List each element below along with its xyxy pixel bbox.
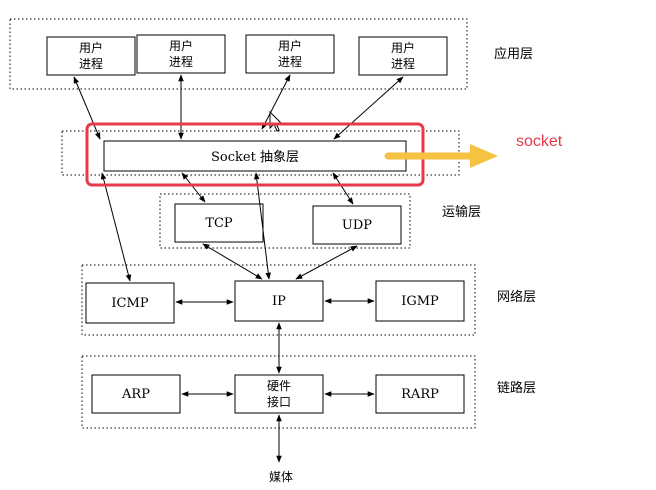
hardware-interface-label: 硬件 (267, 379, 291, 393)
ip-box (234, 280, 324, 322)
network-layer-region (81, 264, 476, 336)
socket-annotation-label: socket (516, 133, 563, 150)
tcp-box (174, 203, 264, 243)
rarp-box (375, 374, 465, 414)
igmp-label: IGMP (401, 294, 439, 309)
socket-layer-label: Socket 抽象层 (211, 150, 299, 165)
tcp-label: TCP (205, 216, 233, 231)
process-box-label: 进程 (169, 54, 193, 69)
process-box-label: 进程 (79, 56, 103, 71)
arrow-socket-ip (253, 172, 272, 280)
process-box-label: 进程 (278, 54, 302, 69)
ip-label: IP (272, 294, 286, 309)
socket-layer-box (103, 140, 407, 172)
arrow-tcp-ip (202, 243, 263, 280)
arrow-socket-udp (332, 172, 354, 205)
layer-label-transport: 运输层 (442, 204, 481, 220)
icmp-label: ICMP (111, 296, 148, 311)
arrow-socket-icmp (100, 172, 132, 282)
media-label: 媒体 (269, 470, 293, 484)
igmp-box (375, 280, 465, 322)
arrow-socket-tcp (181, 172, 206, 203)
layer-label-link: 链路层 (497, 380, 536, 396)
socket-layer-region (61, 130, 460, 176)
process-box-label: 用户 (278, 38, 302, 53)
process-box-1: 用户 进程 (46, 36, 136, 76)
mouse-cursor-icon (269, 110, 283, 132)
hardware-interface-box (234, 374, 324, 414)
process-box-label: 用户 (79, 40, 103, 55)
process-box-label: 用户 (169, 38, 193, 53)
udp-label: UDP (342, 218, 372, 233)
process-box-2: 用户 进程 (136, 34, 226, 74)
layer-label-network: 网络层 (497, 289, 536, 305)
arp-label: ARP (121, 387, 150, 402)
process-box-4: 用户 进程 (358, 36, 448, 76)
arrow-process1-socket (73, 76, 101, 140)
rarp-label: RARP (401, 387, 439, 402)
process-box-label: 进程 (391, 56, 415, 71)
connector-arrows (73, 74, 404, 463)
transport-layer-region (159, 193, 411, 249)
yellow-arrow-icon (384, 144, 498, 168)
arrow-process3-socket (261, 74, 291, 130)
arrow-udp-ip (295, 245, 358, 280)
application-layer-region (9, 18, 468, 90)
process-box-label: 用户 (391, 40, 415, 55)
process-box-3: 用户 进程 (245, 34, 335, 74)
arp-box (91, 374, 181, 414)
udp-box (312, 205, 402, 245)
arrow-process4-socket (333, 76, 404, 140)
hardware-interface-label: 接口 (267, 394, 291, 409)
icmp-box (85, 282, 175, 324)
layer-label-application: 应用层 (494, 46, 533, 62)
